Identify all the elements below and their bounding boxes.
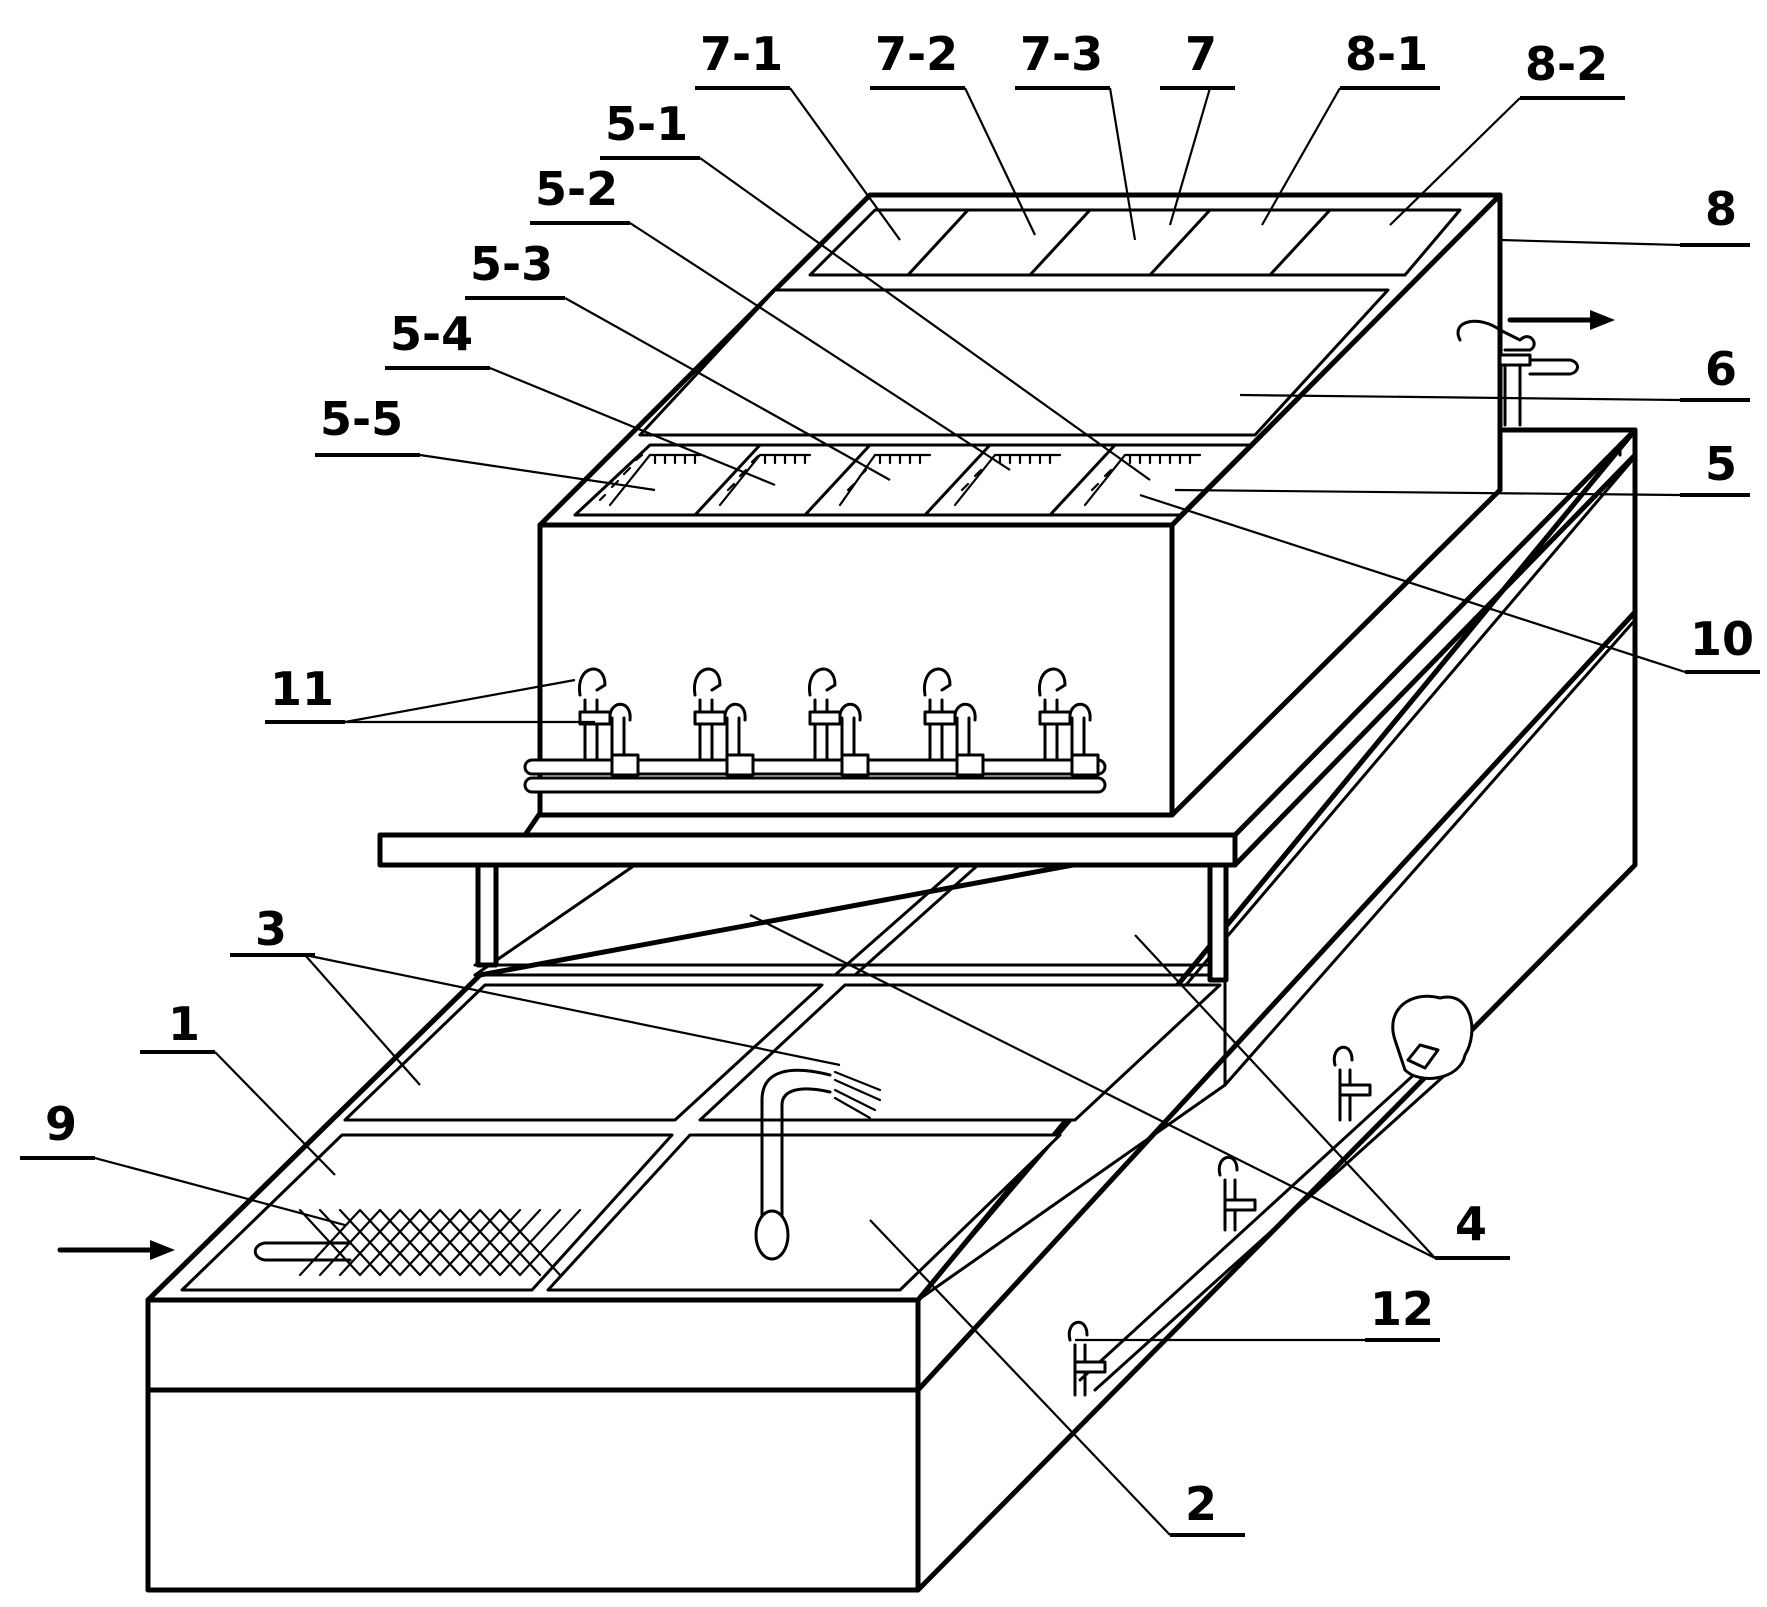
pump-outlet: [1406, 1043, 1440, 1070]
label-10: 10: [1690, 612, 1754, 666]
compartment-6: [638, 288, 1390, 437]
label-5-1: 5-1: [605, 97, 688, 151]
platform-edge: [377, 832, 1238, 868]
section-7-8-strip: [808, 208, 1462, 277]
label-5: 5: [1705, 437, 1737, 491]
baffle-5-1: [1083, 453, 1202, 507]
label-7: 7: [1185, 27, 1217, 81]
inlet-arrow-icon: [150, 1240, 175, 1260]
reactor-box: [537, 192, 1503, 818]
label-2: 2: [1185, 1477, 1217, 1531]
valve-4: [922, 667, 985, 777]
label-5-3: 5-3: [470, 237, 553, 291]
compartment-3a: [343, 983, 824, 1122]
mesh-filter: [298, 1208, 582, 1277]
label-12: 12: [1370, 1282, 1434, 1336]
compartment-1: [180, 1133, 674, 1292]
compartment-2: [546, 1133, 1062, 1292]
label-7-3: 7-3: [1020, 27, 1103, 81]
label-5-5: 5-5: [320, 392, 403, 446]
label-3: 3: [255, 902, 287, 956]
label-8-2: 8-2: [1525, 37, 1608, 91]
pipe-nozzle-bottom: [754, 1209, 790, 1261]
label-11: 11: [270, 662, 334, 716]
label-6: 6: [1705, 342, 1737, 396]
pump-icon: [1391, 994, 1474, 1080]
label-7-2: 7-2: [875, 27, 958, 81]
label-8-1: 8-1: [1345, 27, 1428, 81]
base-tank-front: [145, 1297, 921, 1593]
valve-5: [1037, 667, 1100, 777]
label-7-1: 7-1: [700, 27, 783, 81]
outlet-pipe: [1456, 310, 1615, 427]
label-5-4: 5-4: [390, 307, 473, 361]
label-9: 9: [45, 1097, 77, 1151]
valve-manifold-11: [523, 667, 1107, 794]
outlet-arrow-icon: [1590, 310, 1615, 330]
valve-3: [807, 667, 870, 777]
spray-pipe: [754, 1068, 882, 1261]
baffle-5-2: [953, 453, 1062, 507]
platform-leg-left: [475, 862, 499, 968]
inlet-9: [57, 1208, 582, 1277]
labels: 7-1 7-2 7-3 7 8-1 8-2 8 5-1 5-2: [20, 27, 1760, 1537]
platform-leg-right: [1207, 862, 1229, 983]
baffle-5-3: [838, 453, 932, 507]
side-valve-line-12: [1067, 994, 1474, 1397]
label-1: 1: [168, 997, 200, 1051]
label-5-2: 5-2: [535, 162, 618, 216]
manifold-pipe-lower: [523, 776, 1107, 794]
label-4: 4: [1455, 1197, 1487, 1251]
valve-2: [692, 667, 755, 777]
label-8: 8: [1705, 182, 1737, 236]
